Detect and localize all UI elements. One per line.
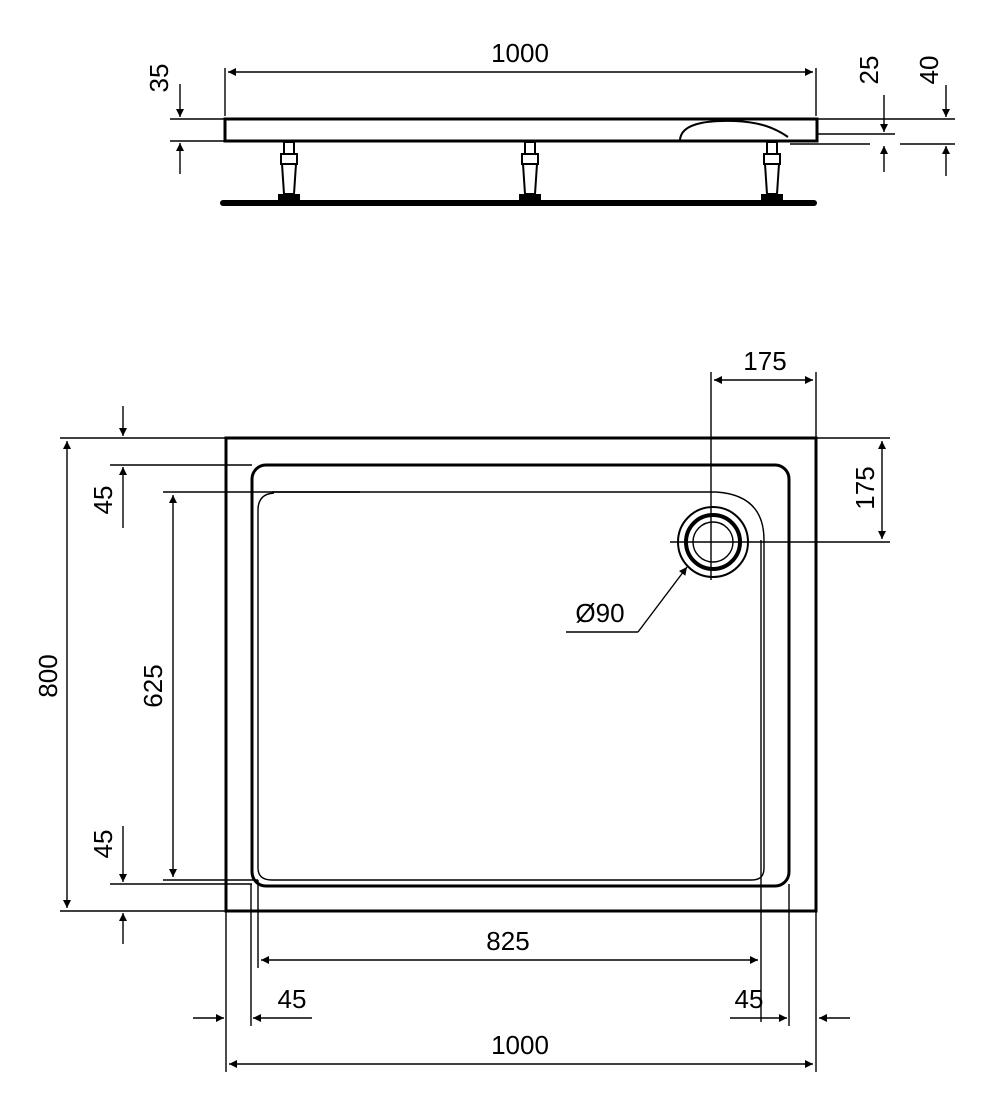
plan-waste-offset-x-label: 175 xyxy=(743,346,786,376)
plan-border-top-label: 45 xyxy=(88,486,118,515)
plan-inner-width-label: 825 xyxy=(486,926,529,956)
plan-view: 175 175 Ø90 800 625 45 45 825 xyxy=(33,346,890,1072)
side-lip-label: 35 xyxy=(144,64,174,93)
side-floor-plate xyxy=(220,200,817,206)
leg-left xyxy=(278,141,300,200)
plan-outer-depth-label: 800 xyxy=(33,654,63,697)
leg-middle xyxy=(519,141,541,200)
plan-border-bottom-label: 45 xyxy=(88,830,118,859)
side-tray-body xyxy=(223,117,819,143)
plan-border-left-label: 45 xyxy=(278,984,307,1014)
plan-inner-depth-label: 625 xyxy=(138,664,168,707)
side-waste-depth-label: 25 xyxy=(854,56,884,85)
side-width-label: 1000 xyxy=(491,38,549,68)
side-waste-outlet xyxy=(679,119,789,142)
plan-outer-rim xyxy=(224,436,818,913)
plan-waste-offset-y-label: 175 xyxy=(850,466,880,509)
side-total-height-label: 40 xyxy=(914,56,944,85)
leg-right xyxy=(761,141,783,200)
plan-outer-width-label: 1000 xyxy=(491,1030,549,1060)
plan-inner-basin xyxy=(250,463,791,888)
plan-basin-floor xyxy=(257,540,765,881)
plan-waste-diameter-label: Ø90 xyxy=(575,598,624,628)
side-view: 1000 35 25 40 xyxy=(144,38,955,206)
plan-border-right-label: 45 xyxy=(735,984,764,1014)
